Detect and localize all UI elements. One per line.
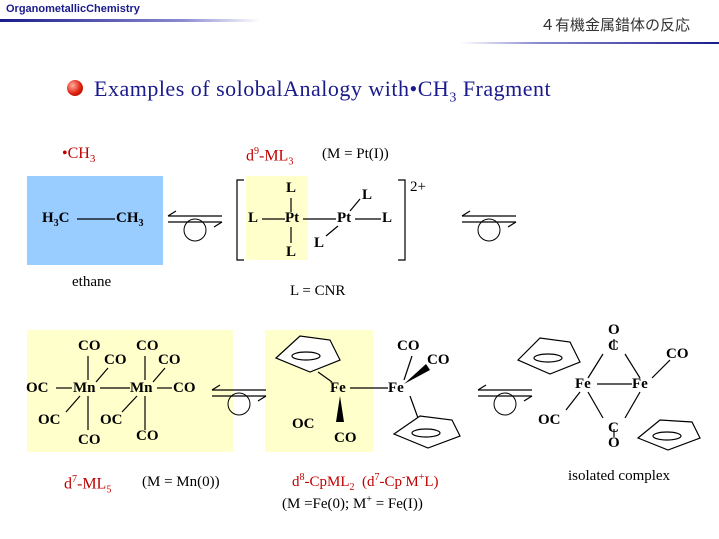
header-rule-right: [460, 42, 719, 44]
ethane-ch3: CH3: [116, 210, 144, 229]
pt-electron-count: d9-ML3: [246, 146, 294, 168]
mn-metal-note: (M = Mn(0)): [142, 474, 220, 490]
mn-electron-count: d7-ML5: [64, 474, 112, 496]
iso-o-bottom: O: [608, 435, 620, 451]
mn-co-4: CO: [158, 352, 181, 368]
fe-oc: OC: [292, 416, 315, 432]
iso-oc: OC: [538, 412, 561, 428]
mn-co-1: CO: [78, 338, 101, 354]
fe-co-bottom: CO: [334, 430, 357, 446]
ethane-caption: ethane: [72, 274, 112, 290]
iso-metal-1: Fe: [575, 376, 591, 392]
iso-co: CO: [666, 346, 689, 362]
pt-metal-note: (M = Pt(I)): [322, 146, 389, 162]
ch3-fragment-label: •CH3: [62, 145, 96, 166]
mn-box: [27, 330, 233, 452]
mn-co-right: CO: [173, 380, 196, 396]
mn-metal-1: Mn: [73, 380, 96, 396]
pt-metal-2: Pt: [337, 210, 352, 226]
pt-ligand-lower: L: [314, 235, 325, 251]
pt-ligand-left: L: [248, 210, 259, 226]
ethane-box: [27, 176, 163, 265]
fe-metal-2: Fe: [388, 380, 404, 396]
iso-o-top: O: [608, 322, 620, 338]
header-course-title: OrganometallicChemistry: [6, 3, 140, 15]
bullet-icon: [67, 80, 83, 96]
mn-metal-2: Mn: [130, 380, 153, 396]
pt-ligand-right: L: [382, 210, 393, 226]
fe-metal-note: (M =Fe(0); M+ = Fe(I)): [282, 494, 423, 512]
pt-ligand-bottom: L: [286, 244, 297, 260]
mn-co-2: CO: [104, 352, 127, 368]
pt-ligand-upper-right: L: [362, 187, 373, 203]
mn-oc-left: OC: [26, 380, 49, 396]
header-chapter-title: ４有機金属錯体の反応: [540, 16, 691, 34]
mn-oc-lower-1: OC: [38, 412, 61, 428]
fe-metal-1: Fe: [330, 380, 346, 396]
ligand-definition: L = CNR: [290, 283, 346, 299]
iso-c-top: C: [608, 338, 619, 354]
pt-ligand-top: L: [286, 180, 297, 196]
fe-co-top-1: CO: [397, 338, 420, 354]
mn-oc-lower-2: OC: [100, 412, 123, 428]
pt-charge: 2+: [410, 179, 426, 195]
header-rule-left: [0, 19, 260, 22]
slide-title: Examples of solobalAnalogy with•CH3 Frag…: [94, 76, 552, 106]
mn-co-3: CO: [136, 338, 159, 354]
fe-co-top-2: CO: [427, 352, 450, 368]
ethane-h3c: H3C: [42, 210, 70, 229]
mn-co-bottom-2: CO: [136, 428, 159, 444]
mn-co-bottom-1: CO: [78, 432, 101, 448]
iso-c-bottom: C: [608, 420, 619, 436]
pt-box: [246, 176, 308, 260]
iso-metal-2: Fe: [632, 376, 648, 392]
isolated-caption: isolated complex: [568, 468, 671, 484]
fe-electron-count: d8-CpML2 (d7-Cp-M+L): [292, 472, 439, 493]
pt-metal-1: Pt: [285, 210, 300, 226]
